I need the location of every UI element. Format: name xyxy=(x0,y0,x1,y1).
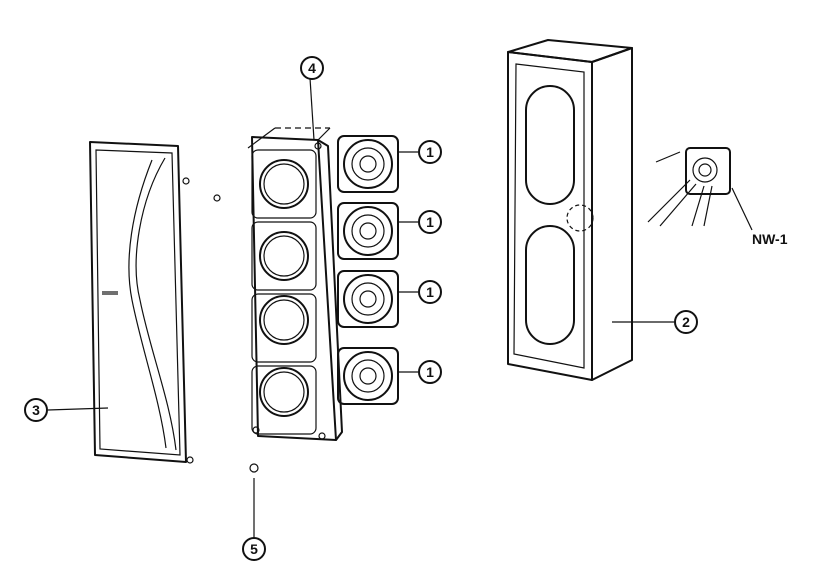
driver-unit xyxy=(337,270,399,328)
leader-lines xyxy=(47,77,753,538)
callout-number: 2 xyxy=(682,314,690,330)
callout-number: 5 xyxy=(250,541,258,557)
driver-unit xyxy=(337,202,399,260)
callout-number: 1 xyxy=(426,214,434,230)
callout-1: 1 xyxy=(418,140,442,164)
callout-1: 1 xyxy=(418,210,442,234)
callout-number: 1 xyxy=(426,144,434,160)
speaker-cabinet xyxy=(507,39,633,381)
baffle-board xyxy=(247,127,343,441)
network-label: NW-1 xyxy=(752,231,788,247)
callout-1: 1 xyxy=(418,360,442,384)
callout-3: 3 xyxy=(24,398,48,422)
crossover-network xyxy=(647,147,731,227)
callout-number: 1 xyxy=(426,364,434,380)
callout-1: 1 xyxy=(418,280,442,304)
callout-4: 4 xyxy=(300,56,324,80)
callout-2: 2 xyxy=(674,310,698,334)
callout-number: 4 xyxy=(308,60,316,76)
screw xyxy=(249,463,259,473)
callout-5: 5 xyxy=(242,537,266,561)
callout-number: 3 xyxy=(32,402,40,418)
driver-unit xyxy=(337,135,399,193)
callout-number: 1 xyxy=(426,284,434,300)
grille-panel xyxy=(89,141,187,463)
driver-unit xyxy=(337,347,399,405)
grille-pins xyxy=(182,177,221,464)
